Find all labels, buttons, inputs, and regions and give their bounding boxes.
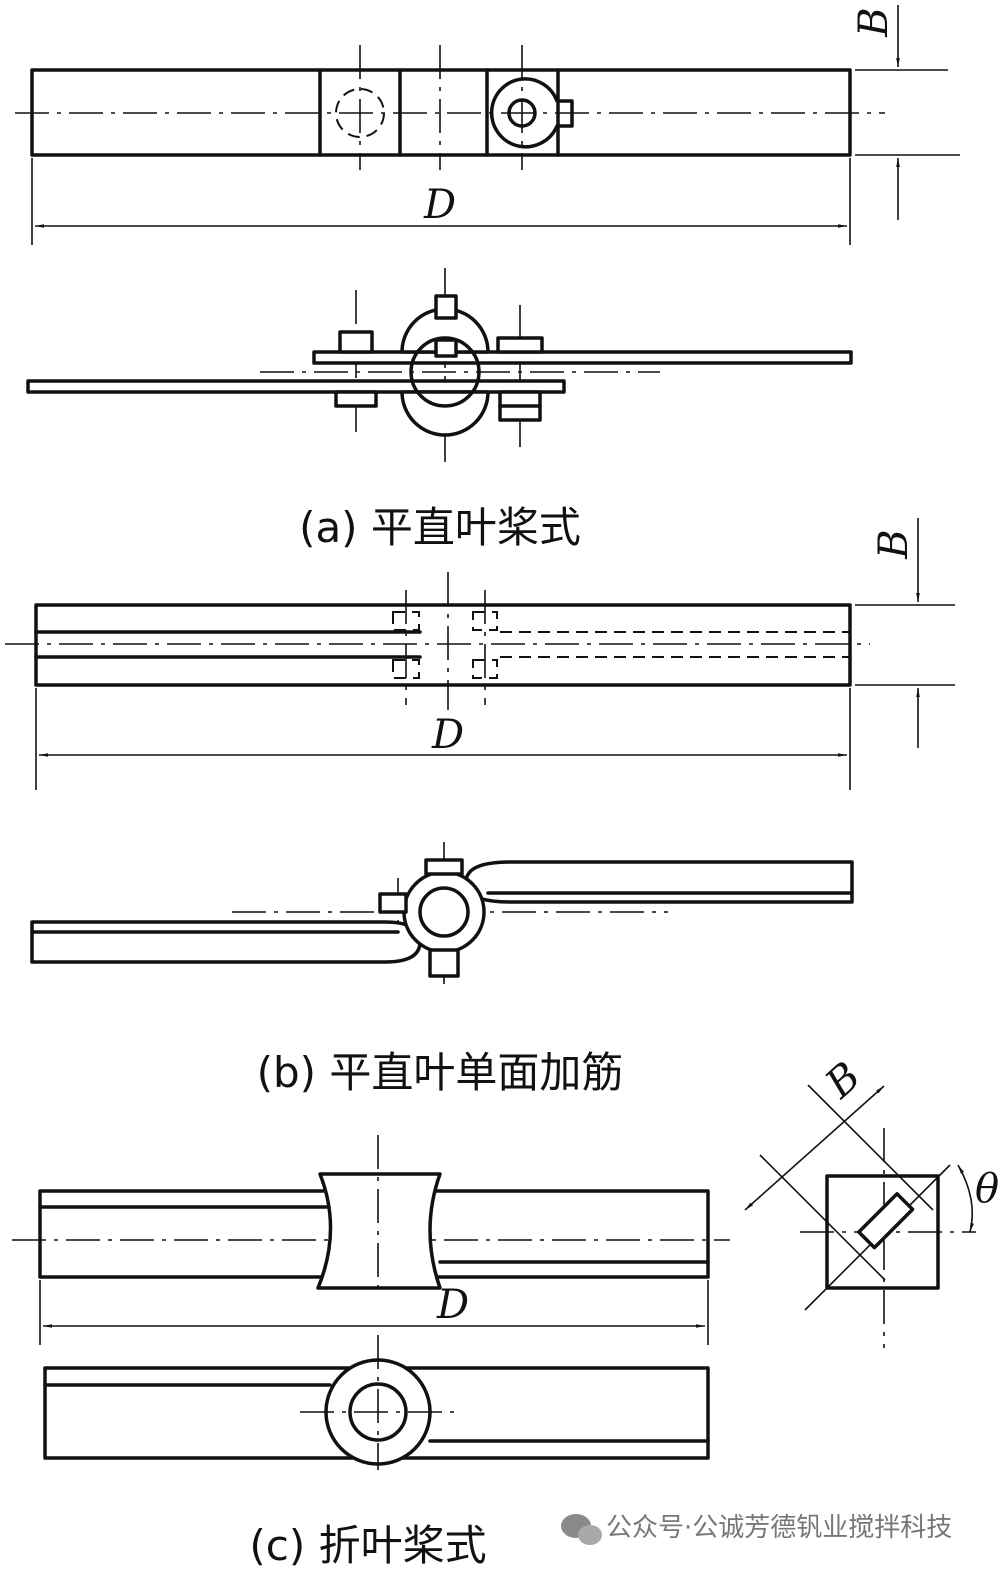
panel-b-plan-view: D B	[5, 518, 955, 790]
shaft-bore	[507, 98, 537, 128]
watermark-text: 公众号·公诚芳德钒业搅拌科技	[606, 1513, 952, 1543]
caption-a: (a) 平直叶桨式	[299, 503, 581, 552]
dim-b-label: B	[816, 1053, 869, 1108]
dim-d-label: D	[423, 182, 456, 228]
watermark: 公众号·公诚芳德钒业搅拌科技	[561, 1513, 952, 1545]
dim-d-label: D	[436, 1282, 469, 1328]
upper-blade	[464, 860, 854, 904]
chat-bubble-icon	[561, 1514, 602, 1545]
panel-a-plan-view: D B	[15, 5, 960, 245]
panel-c-plan-view: D	[12, 1135, 730, 1345]
lower-blade	[30, 920, 422, 964]
panel-b-elevation-view	[30, 842, 854, 985]
panel-a-elevation-view	[26, 268, 853, 462]
caption-c: (c) 折叶桨式	[249, 1521, 486, 1569]
dim-d-label: D	[431, 712, 464, 758]
dim-theta-label: θ	[975, 1166, 999, 1212]
blade-b-outline	[34, 603, 852, 687]
hidden-bolt-circle	[335, 88, 385, 138]
hub-keyway	[489, 77, 574, 149]
panel-c-elevation-view	[43, 1335, 710, 1470]
hub-section	[316, 1172, 442, 1290]
lower-blade	[26, 379, 566, 394]
dim-b-label: B	[871, 529, 917, 559]
upper-blade	[312, 350, 853, 365]
dim-b-label: B	[851, 7, 897, 37]
inclined-blade-section	[857, 1192, 915, 1250]
caption-b: (b) 平直叶单面加筋	[257, 1048, 624, 1097]
panel-c-section-view: B θ	[744, 1053, 999, 1348]
